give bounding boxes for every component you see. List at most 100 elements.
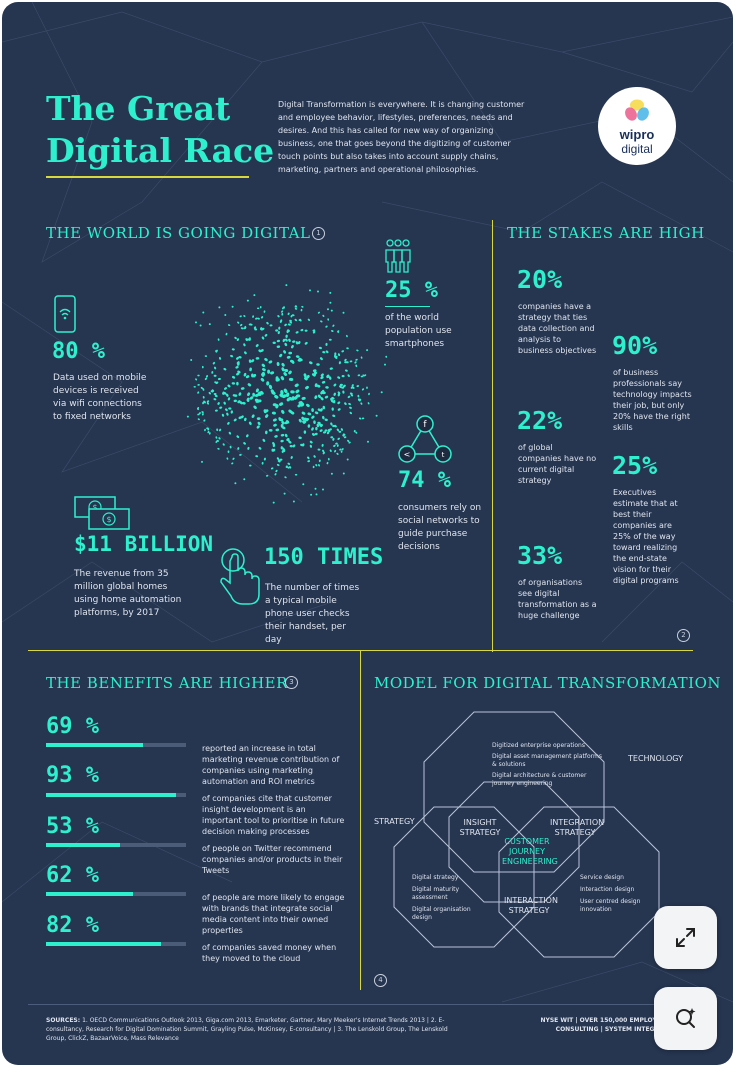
logo-line-1: wipro <box>619 127 655 142</box>
globe-dot <box>214 409 218 412</box>
globe-dot <box>300 403 305 407</box>
globe-dot <box>279 402 284 406</box>
globe-dot <box>239 315 242 318</box>
globe-dot <box>237 447 240 450</box>
globe-dot <box>361 388 365 391</box>
globe-dot <box>354 361 357 364</box>
expand-button[interactable] <box>654 906 717 969</box>
globe-dot <box>203 419 206 422</box>
globe-dot <box>294 473 298 476</box>
globe-dot <box>204 428 206 432</box>
globe-dot <box>350 393 354 397</box>
globe-dot <box>228 407 232 410</box>
globe-dot <box>233 399 238 403</box>
globe-dot <box>351 384 354 387</box>
globe-dot <box>297 403 302 408</box>
globe-dot <box>309 444 313 448</box>
globe-dot <box>227 397 231 401</box>
globe-dot <box>289 321 293 324</box>
globe-dot <box>235 366 239 369</box>
globe-dot <box>289 445 293 448</box>
globe-dot <box>254 393 259 397</box>
benefit-text: of companies saved money when they moved… <box>202 943 337 963</box>
globe-dot <box>292 340 296 343</box>
model-tech-item: Digital architecture & customer journey … <box>492 772 587 787</box>
globe-dot <box>375 414 378 417</box>
globe-dot <box>279 353 283 358</box>
globe-dot <box>322 415 325 420</box>
globe-dot <box>248 337 251 341</box>
stat-74-text: consumers rely on social networks to gui… <box>398 503 482 552</box>
globe-dot <box>280 310 284 313</box>
globe-dot <box>307 460 311 463</box>
globe-dot <box>251 414 255 418</box>
benefit-text: of people are more likely to engage with… <box>202 893 345 935</box>
globe-dot <box>234 336 237 340</box>
globe-dot <box>263 409 267 414</box>
globe-dot <box>333 400 336 404</box>
globe-dot <box>290 390 295 394</box>
benefit-item: 69 % <box>46 714 99 739</box>
globe-dot <box>277 331 280 335</box>
globe-dot <box>213 374 217 377</box>
globe-dot <box>302 420 307 424</box>
globe-dot <box>261 363 266 368</box>
globe-dot <box>206 427 209 430</box>
globe-dot <box>328 428 332 431</box>
stake-22-value: 22% <box>517 406 563 435</box>
globe-dot <box>284 421 289 425</box>
globe-dot <box>252 373 257 378</box>
globe-dot <box>314 395 318 400</box>
globe-dot <box>276 463 280 467</box>
globe-dot <box>201 460 203 463</box>
globe-dot <box>186 415 189 418</box>
model-insight-label: INSIGHT STRATEGY <box>459 818 501 837</box>
model-strategy-label: STRATEGY <box>374 817 415 826</box>
globe-dot <box>271 391 276 395</box>
globe-dot <box>320 408 323 412</box>
globe-dot <box>337 330 340 333</box>
globe-dot <box>295 389 300 394</box>
globe-dot <box>236 381 239 386</box>
world-heading: THE WORLD IS GOING DIGITAL <box>46 224 311 242</box>
globe-dot <box>304 329 308 332</box>
stat-25-rule <box>385 306 430 307</box>
globe-dot <box>280 376 285 381</box>
benefit-bar-fill <box>46 843 121 847</box>
globe-dot <box>265 474 269 477</box>
globe-dot <box>283 372 287 376</box>
globe-dot <box>280 439 284 443</box>
globe-dot <box>253 326 257 330</box>
globe-dot <box>272 341 276 345</box>
visual-search-button[interactable] <box>654 987 717 1050</box>
globe-dot <box>213 398 217 401</box>
globe-dot <box>385 355 387 358</box>
benefit-bar <box>46 743 186 747</box>
globe-dot <box>289 319 292 322</box>
globe-dot <box>337 401 341 405</box>
globe-dot <box>290 314 293 318</box>
globe-dot <box>274 394 279 399</box>
globe-dot <box>336 452 339 455</box>
globe-dot <box>337 408 341 411</box>
globe-dot <box>236 435 240 439</box>
globe-dot <box>324 429 328 432</box>
globe-dot <box>273 423 277 427</box>
globe-dot <box>284 369 289 372</box>
globe-dot <box>255 344 259 348</box>
globe-dot <box>264 333 268 337</box>
globe-dot <box>298 418 302 423</box>
globe-dot <box>345 361 349 364</box>
globe-dot <box>331 330 334 332</box>
globe-dot <box>353 429 356 433</box>
globe-dot <box>337 391 341 395</box>
globe-dot <box>239 453 242 456</box>
globe-dot <box>328 338 332 341</box>
globe-dot <box>286 355 291 359</box>
logo-line-2: digital <box>621 142 653 156</box>
globe-dot <box>328 376 332 380</box>
globe-dot <box>243 372 247 377</box>
globe-dot <box>277 460 281 463</box>
globe-dot <box>212 361 216 365</box>
globe-dot <box>329 367 333 370</box>
